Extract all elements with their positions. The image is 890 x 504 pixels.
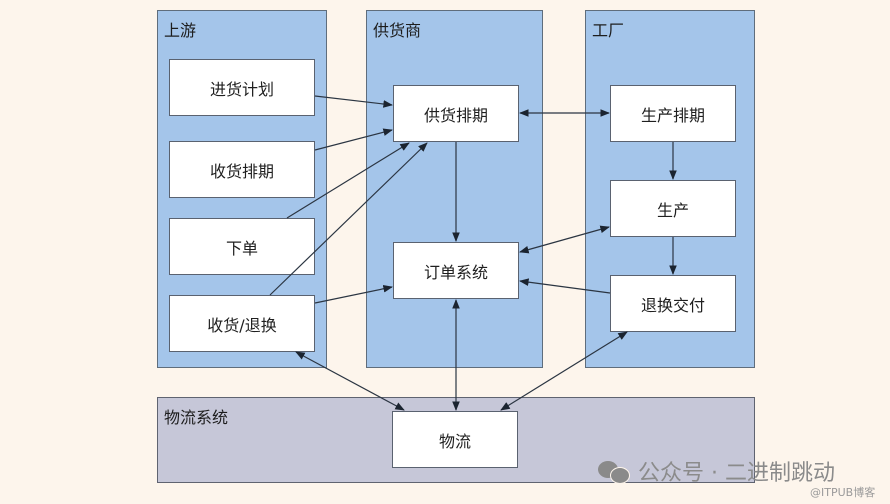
lane-upstream-title: 上游 xyxy=(164,21,197,40)
watermark-sub: @ITPUB博客 xyxy=(810,486,876,499)
node-logistics: 物流 xyxy=(392,411,518,468)
watermark: 公众号 · 二进制跳动 xyxy=(596,455,835,487)
node-supply-schedule: 供货排期 xyxy=(393,85,519,142)
lane-logistics-title: 物流系统 xyxy=(164,408,229,427)
node-receive-schedule: 收货排期 xyxy=(169,141,315,198)
node-purchase-plan: 进货计划 xyxy=(169,59,315,116)
node-order-system: 订单系统 xyxy=(393,242,519,299)
node-production-schedule: 生产排期 xyxy=(610,85,736,142)
node-production: 生产 xyxy=(610,180,736,237)
lane-supplier: 供货商 xyxy=(366,10,543,368)
node-place-order: 下单 xyxy=(169,218,315,275)
watermark-text: 公众号 · 二进制跳动 xyxy=(638,461,835,486)
lane-factory-title: 工厂 xyxy=(592,21,625,40)
lane-supplier-title: 供货商 xyxy=(373,21,422,40)
node-return-delivery: 退换交付 xyxy=(610,275,736,332)
wechat-icon xyxy=(596,459,632,484)
node-receive-return: 收货/退换 xyxy=(169,295,315,352)
